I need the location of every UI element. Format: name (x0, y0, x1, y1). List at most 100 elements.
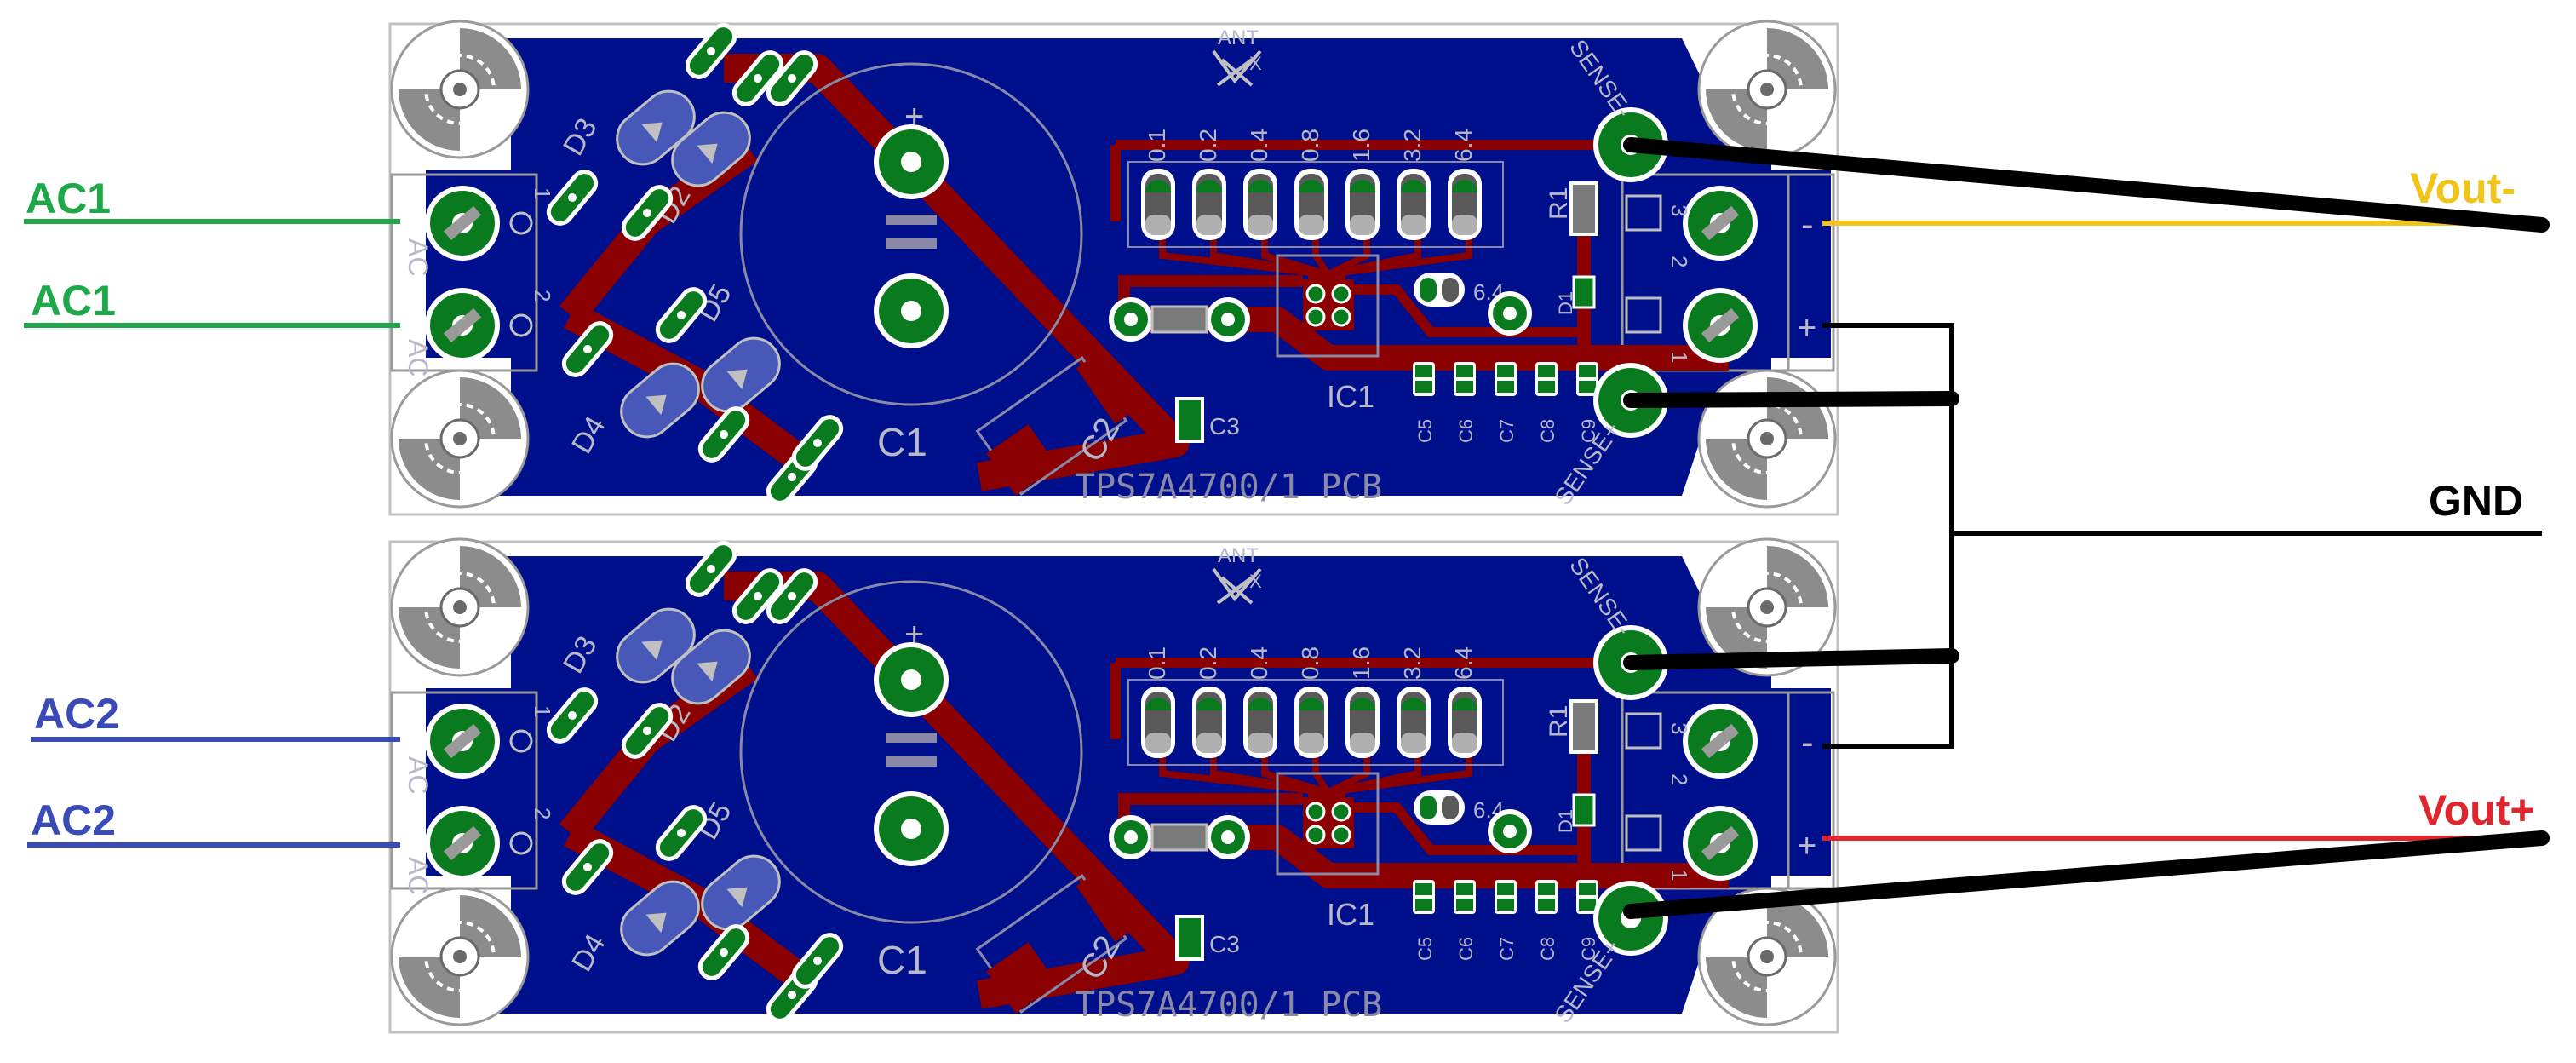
small-cap-label-2: C7 (1496, 419, 1517, 443)
ac-pin2-text: 2 (530, 290, 555, 302)
small-cap-3 (1535, 362, 1558, 396)
ac-pin1-text: 1 (530, 705, 555, 717)
small-cap-label-3: C8 (1537, 937, 1558, 961)
small-cap-1 (1454, 880, 1476, 914)
jumper64-a (1420, 796, 1437, 819)
jumper-label-4: 1.6 (1348, 646, 1374, 680)
jumper-pad-3 (1294, 169, 1328, 240)
ac-pin1-text: 1 (530, 187, 555, 199)
mounting-hole-bl (390, 369, 530, 509)
board-title: TPS7A4700/1 PCB (1075, 985, 1382, 1025)
ic1-via-0 (1305, 284, 1326, 304)
ant-logo-mark (1212, 567, 1262, 605)
small-cap-label-0: C5 (1414, 937, 1436, 961)
out-minus-sign: - (1801, 204, 1814, 245)
small-cap-label-0: C5 (1414, 419, 1436, 443)
ac-pad-2-mark (443, 307, 482, 343)
jumper64-a (1420, 278, 1437, 302)
jumper-block-outline (1127, 679, 1504, 766)
jumper-label-5: 3.2 (1399, 129, 1426, 162)
ac-text-1: AC (403, 238, 433, 276)
external-wiring (24, 137, 2550, 919)
ac-pad-1-mark (443, 723, 482, 759)
res-pad-left (1109, 297, 1153, 342)
jumper-label-1: 0.2 (1195, 129, 1221, 162)
jumper-pad-0 (1141, 687, 1175, 758)
jumper-pad-5 (1397, 687, 1431, 758)
res-pad-right (1206, 297, 1250, 342)
c1-outline (739, 62, 1083, 406)
d2-symbol (697, 143, 718, 164)
jumper-label-3: 0.8 (1297, 646, 1323, 680)
small-cap-3 (1535, 880, 1558, 914)
d3-symbol (641, 640, 663, 661)
copper-pour (426, 556, 1831, 1014)
r1-body (1569, 181, 1598, 236)
d5-symbol (726, 887, 748, 908)
ac-pin2-ring (509, 313, 533, 337)
jumper-pad-4 (1345, 687, 1380, 758)
d4-symbol (645, 912, 667, 934)
mounting-hole-tl (390, 20, 530, 159)
ant-logo-x: X (1249, 571, 1262, 592)
d1-body (1572, 275, 1596, 309)
out-pad-plus-mark (1701, 825, 1740, 861)
res-pad-left (1109, 815, 1153, 859)
c1-pad-plus (874, 124, 949, 199)
c1-plate-1 (886, 733, 937, 743)
small-cap-label-4: C9 (1578, 419, 1599, 443)
jumper-label-3: 0.8 (1297, 129, 1323, 162)
ac-pad-1-mark (443, 205, 482, 241)
gnd-label: GND (2429, 477, 2523, 525)
via-64 (1488, 291, 1532, 336)
c1-plate-2 (886, 238, 937, 249)
out-pin2-text: 2 (1667, 256, 1692, 267)
jumper-label-6: 6.4 (1450, 646, 1477, 680)
small-cap-2 (1495, 362, 1517, 396)
d1-label: D1 (1555, 291, 1576, 315)
small-cap-label-1: C6 (1455, 937, 1477, 961)
board-title: TPS7A4700/1 PCB (1075, 468, 1382, 507)
small-cap-label-4: C9 (1578, 937, 1599, 961)
small-cap-label-2: C7 (1496, 937, 1517, 961)
out-pin2-text: 2 (1667, 773, 1692, 785)
c2-tab (1076, 877, 1128, 942)
gnd-wire (1822, 323, 1954, 749)
out-square-2 (1625, 814, 1662, 852)
ac2-label-bottom: AC2 (31, 796, 116, 844)
via-64 (1488, 809, 1532, 853)
ac-pin1-ring (509, 211, 533, 235)
small-cap-label-3: C8 (1537, 419, 1558, 443)
sense-plus-bottom-wire (1623, 830, 2550, 919)
c3-label: C3 (1209, 931, 1240, 957)
small-cap-0 (1413, 880, 1435, 914)
ic1-via-1 (1331, 284, 1351, 304)
c1-pad-minus (874, 791, 949, 866)
ac-pin2-ring (509, 831, 533, 855)
jumper-pad-6 (1448, 687, 1482, 758)
jumper-label-2: 0.4 (1246, 129, 1272, 162)
c1-outline (739, 580, 1083, 924)
ac-text-2: AC (403, 339, 433, 376)
sense-plus-top-wire (1623, 391, 1959, 408)
out-plus-sign: + (1797, 827, 1816, 865)
small-cap-2 (1495, 880, 1517, 914)
c1-plate-2 (886, 756, 937, 767)
c1-pad-minus (874, 273, 949, 348)
c1-label: C1 (877, 420, 927, 464)
vout-minus-label: Vout- (2410, 164, 2516, 212)
sense-minus-bottom-wire (1623, 648, 1959, 670)
ac-pin1-ring (509, 729, 533, 753)
r1-label: R1 (1545, 187, 1573, 220)
ant-logo-mark (1212, 49, 1262, 87)
copper-pour (426, 38, 1831, 496)
c1-plus-sign: + (904, 616, 924, 653)
ic1-label: IC1 (1327, 897, 1374, 932)
res-body (1150, 305, 1208, 334)
jumper-label-0: 0.1 (1144, 646, 1170, 680)
jumper64-b (1442, 796, 1459, 819)
mounting-hole-tl (390, 537, 530, 677)
out-pin3-text: 3 (1667, 204, 1692, 216)
ac-text-1: AC (403, 756, 433, 794)
